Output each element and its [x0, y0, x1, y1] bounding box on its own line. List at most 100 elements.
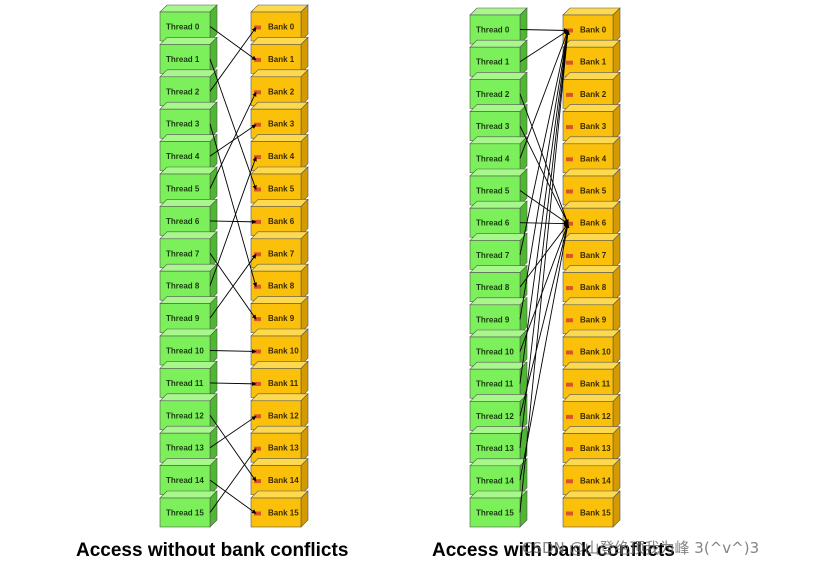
thread-box: Thread 0: [469, 7, 528, 45]
thread-label: Thread 11: [166, 379, 204, 388]
bank-label: Bank 11: [268, 379, 299, 388]
thread-label: Thread 10: [476, 348, 514, 357]
thread-label: Thread 2: [166, 87, 200, 96]
thread-label: Thread 8: [166, 282, 200, 291]
access-arrow: [209, 27, 257, 92]
bank-label: Bank 3: [268, 120, 295, 129]
bank-box: Bank 10: [562, 329, 621, 367]
bank-slot-marker: [566, 189, 573, 194]
bank-slot-marker: [566, 125, 573, 130]
thread-box: Thread 9: [159, 295, 218, 334]
bank-slot-marker: [566, 479, 573, 484]
bank-box: Bank 1: [250, 36, 309, 75]
bank-slot-marker: [254, 479, 261, 484]
bank-label: Bank 5: [580, 187, 607, 196]
thread-box: Thread 6: [159, 198, 218, 237]
access-arrow: [209, 415, 257, 449]
thread-label: Thread 7: [166, 249, 200, 258]
thread-label: Thread 9: [476, 315, 510, 324]
access-arrow: [519, 30, 570, 255]
bank-slot-marker: [566, 382, 573, 387]
bank-slot-marker: [254, 284, 261, 289]
bank-label: Bank 9: [580, 315, 607, 324]
bank-label: Bank 0: [580, 26, 607, 35]
access-arrow: [209, 26, 257, 61]
thread-label: Thread 6: [476, 219, 510, 228]
bank-label: Bank 5: [268, 185, 295, 194]
access-arrow: [519, 30, 570, 320]
bank-box: Bank 0: [562, 7, 621, 45]
bank-slot-marker: [254, 446, 261, 451]
bank-box: Bank 13: [250, 425, 309, 463]
bank-label: Bank 9: [268, 314, 295, 323]
bank-label: Bank 7: [580, 251, 607, 260]
bank-slot-marker: [566, 92, 573, 97]
thread-box: Thread 10: [159, 328, 218, 366]
access-arrow: [519, 30, 569, 159]
bank-label: Bank 15: [268, 509, 299, 518]
thread-box: Thread 7: [469, 232, 528, 271]
bank-slot-marker: [566, 60, 573, 65]
bank-slot-marker: [254, 317, 261, 322]
access-arrow: [519, 28, 569, 33]
bank-label: Bank 6: [268, 217, 295, 226]
bank-label: Bank 8: [268, 282, 295, 291]
bank-label: Bank 10: [268, 347, 299, 356]
access-arrow: [519, 30, 570, 449]
bank-box: Bank 9: [250, 295, 309, 334]
bank-box: Bank 0: [250, 4, 309, 42]
thread-box: Thread 11: [469, 361, 528, 399]
thread-box: Thread 12: [469, 393, 528, 432]
access-arrow: [209, 156, 257, 286]
bank-slot-marker: [566, 414, 573, 419]
thread-label: Thread 1: [166, 55, 200, 64]
bank-label: Bank 11: [580, 380, 611, 389]
access-arrow: [209, 381, 257, 387]
thread-box: Thread 6: [469, 200, 528, 238]
thread-box: Thread 12: [159, 393, 218, 431]
bank-box: Bank 14: [562, 458, 621, 496]
bank-label: Bank 12: [580, 412, 611, 421]
bank-slot-marker: [254, 57, 261, 62]
thread-label: Thread 13: [166, 444, 204, 453]
bank-box: Bank 6: [562, 200, 621, 238]
bank-box: Bank 8: [562, 264, 621, 303]
bank-box: Bank 9: [562, 297, 621, 335]
bank-box: Bank 2: [250, 69, 309, 107]
bank-box: Bank 6: [250, 198, 309, 237]
thread-box: Thread 2: [159, 69, 218, 107]
bank-slot-marker: [566, 447, 573, 452]
bank-label: Bank 8: [580, 283, 607, 292]
bank-slot-marker: [254, 25, 261, 30]
access-arrow: [519, 221, 569, 226]
access-arrow: [519, 30, 569, 63]
thread-box: Thread 1: [159, 36, 218, 75]
bank-box: Bank 11: [562, 361, 621, 399]
thread-label: Thread 15: [476, 509, 514, 518]
watermark: CSDN @山登绝顶我为峰 3(^v^)3: [522, 539, 760, 557]
thread-label: Thread 3: [476, 122, 510, 131]
bank-box: Bank 3: [562, 103, 621, 142]
thread-label: Thread 0: [166, 23, 200, 32]
bank-slot-marker: [566, 286, 573, 291]
bank-label: Bank 14: [580, 476, 611, 485]
thread-box: Thread 0: [159, 4, 218, 42]
access-arrow: [519, 93, 569, 225]
thread-label: Thread 15: [166, 509, 204, 518]
access-arrow: [519, 223, 569, 352]
bank-label: Bank 6: [580, 219, 607, 228]
bank-slot-marker: [254, 414, 261, 419]
access-arrow: [209, 91, 257, 189]
bank-label: Bank 12: [268, 411, 299, 420]
bank-box: Bank 1: [562, 39, 621, 77]
thread-label: Thread 3: [166, 120, 200, 129]
thread-box: Thread 9: [469, 297, 528, 335]
bank-label: Bank 7: [268, 249, 295, 258]
thread-box: Thread 13: [469, 425, 528, 464]
access-arrow: [519, 223, 570, 481]
thread-box: Thread 15: [469, 490, 528, 528]
bank-box: Bank 15: [562, 490, 621, 528]
thread-label: Thread 4: [476, 154, 510, 163]
